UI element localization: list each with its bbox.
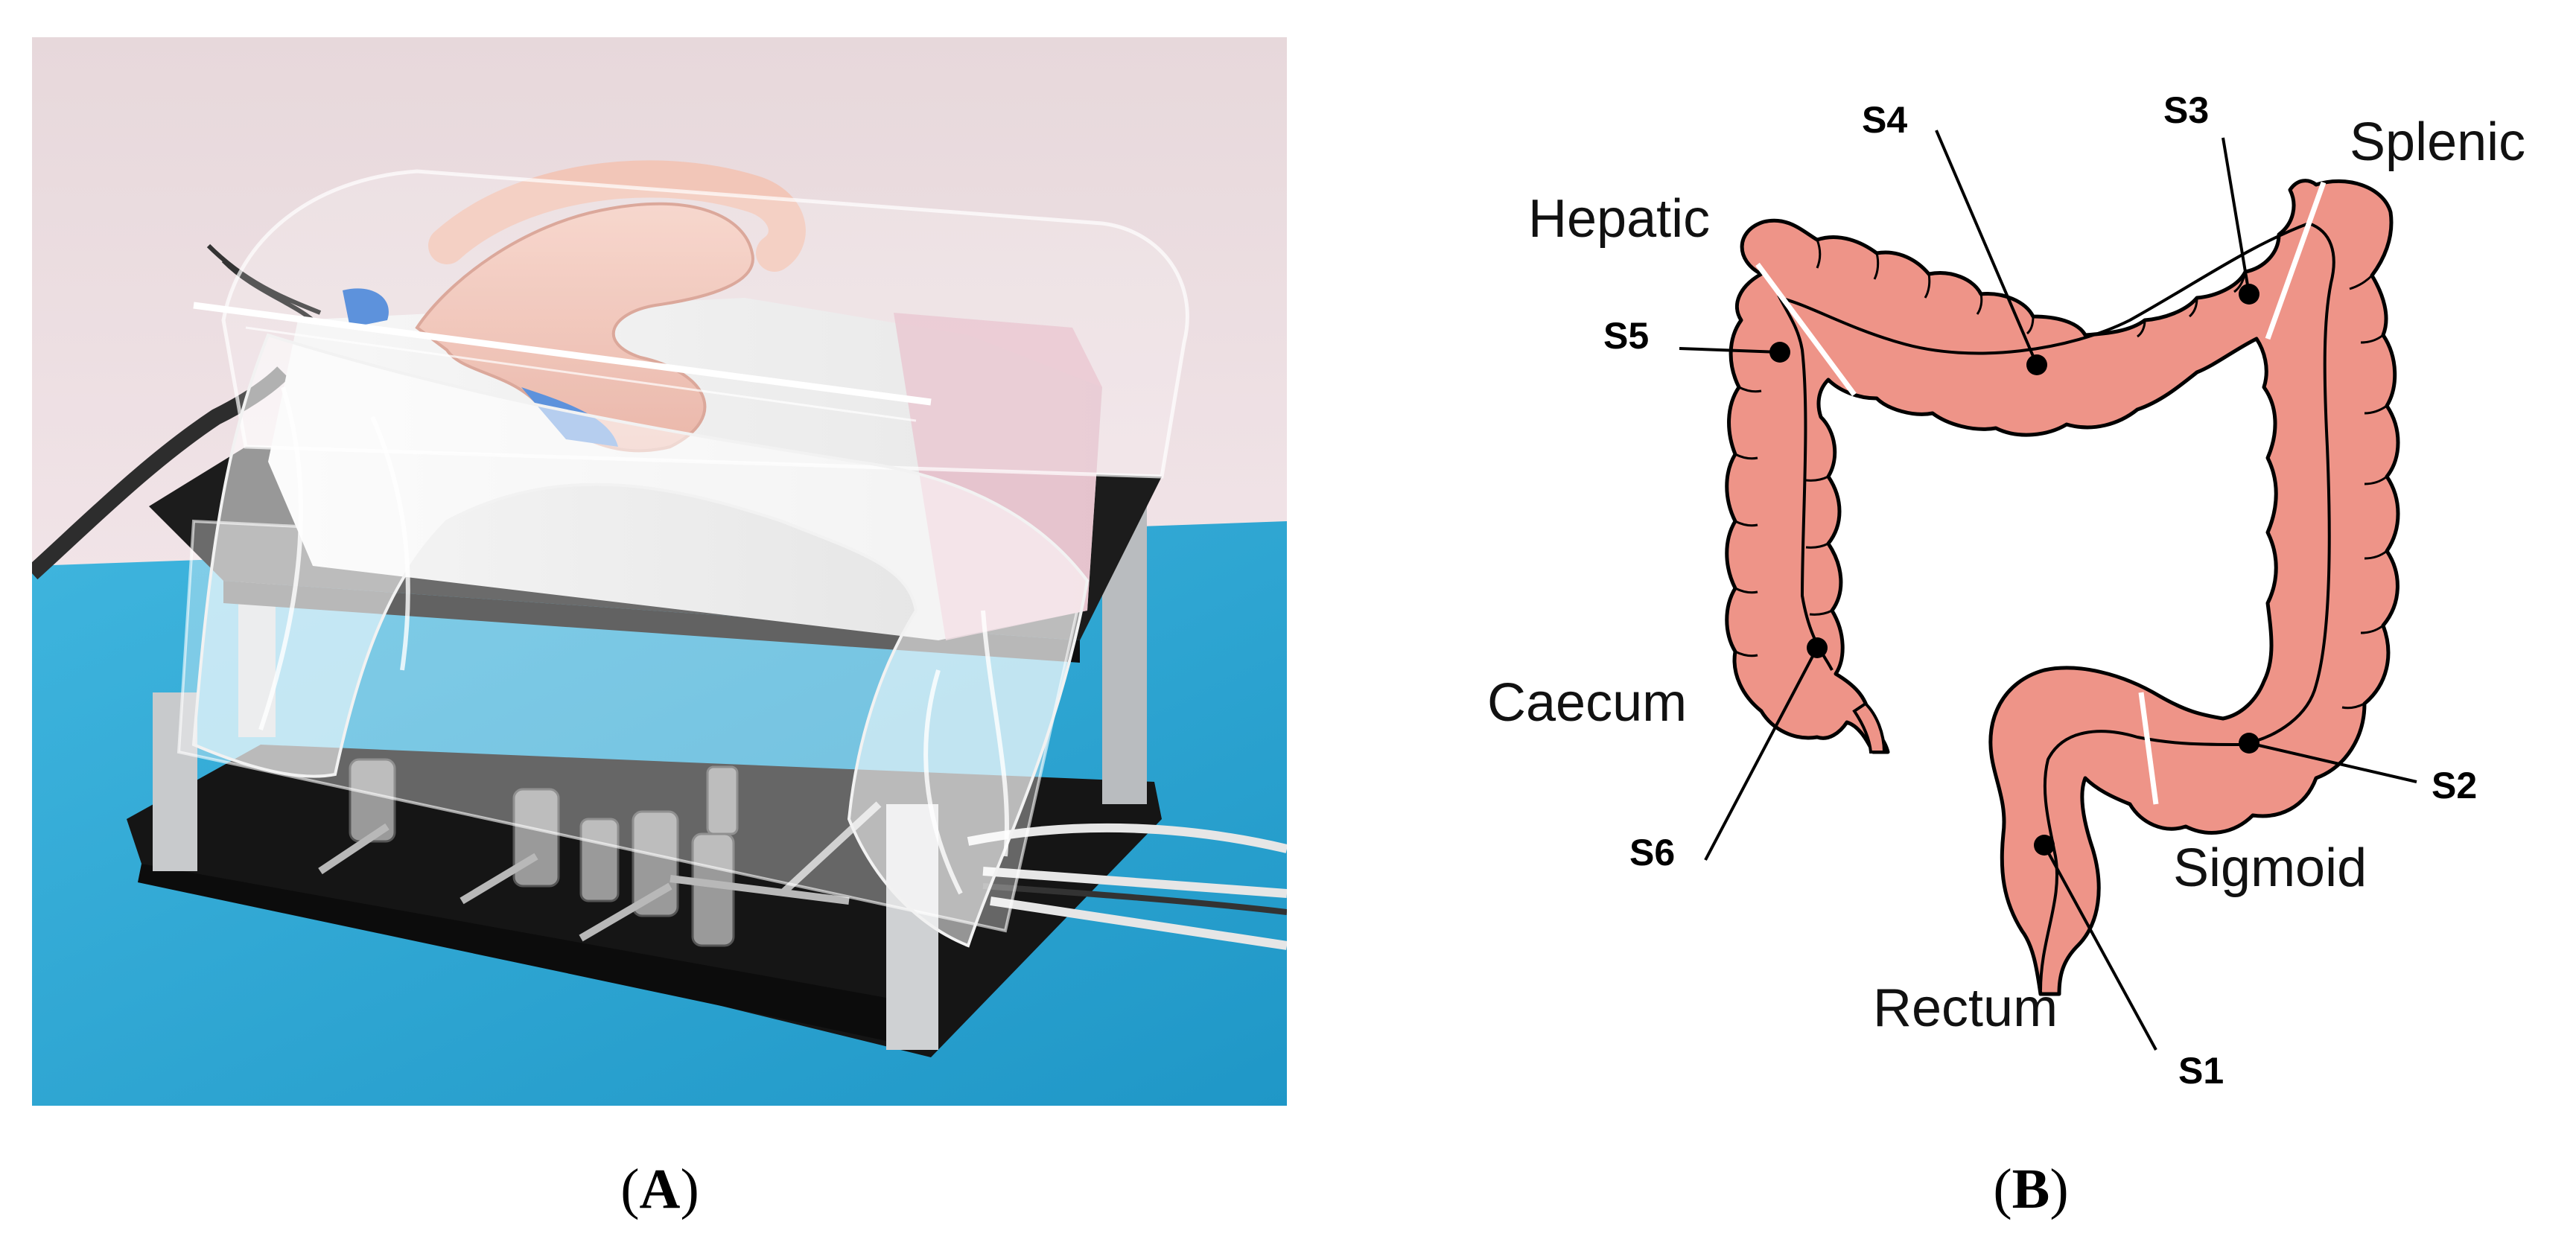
- colon-model-loop: [428, 160, 806, 272]
- caption-a-close: ): [680, 1158, 699, 1220]
- tubing-dark: [982, 883, 1287, 915]
- leader-s4: [1935, 130, 2038, 366]
- label-s3: S3: [2163, 89, 2209, 131]
- sigmoid-boundary: [2138, 692, 2159, 805]
- label-hepatic: Hepatic: [1528, 189, 1710, 249]
- base-front: [138, 864, 894, 1042]
- label-s2: S2: [2432, 765, 2477, 806]
- plastic-sheet: [191, 333, 1090, 948]
- label-s1: S1: [2178, 1050, 2224, 1092]
- leader-s3: [2222, 137, 2251, 295]
- marker-s5: [1769, 342, 1790, 363]
- label-splenic: Splenic: [2350, 112, 2525, 172]
- segment-boundaries: [1755, 181, 2327, 805]
- dome-reflection: [193, 302, 932, 406]
- label-s6: S6: [1629, 832, 1675, 873]
- label-s4: S4: [1862, 99, 1907, 141]
- colon-centerline: [1777, 221, 2335, 991]
- site-markers: [1769, 284, 2259, 856]
- leader-s6: [1704, 647, 1819, 861]
- upper-platform-edge: [223, 581, 1080, 663]
- tubing: [967, 823, 1287, 950]
- leader-s5: [1679, 347, 1781, 354]
- caption-b-close: ): [2049, 1158, 2068, 1220]
- panel-b-colon-diagram: Hepatic Splenic Caecum Sigmoid Rectum S1…: [1487, 89, 2525, 1092]
- splenic-boundary: [2265, 181, 2327, 340]
- caption-a-open: (: [620, 1158, 639, 1220]
- cable-wires: [206, 243, 322, 322]
- plastic-folds: [258, 386, 1009, 895]
- caption-a: (A): [620, 1158, 699, 1220]
- marker-s4: [2026, 354, 2047, 375]
- caption-b-letter: B: [2012, 1158, 2050, 1220]
- leader-s1: [2043, 844, 2157, 1051]
- label-caecum: Caecum: [1487, 673, 1687, 733]
- label-s5: S5: [1603, 315, 1649, 357]
- panel-a-photo: [32, 37, 1287, 1106]
- marker-s1: [2034, 835, 2055, 856]
- hepatic-boundary: [1755, 262, 1857, 397]
- caption-b-open: (: [1993, 1158, 2011, 1220]
- marker-s2: [2239, 733, 2259, 754]
- dome-reflection-2: [245, 326, 917, 422]
- leg-front-left: [153, 692, 197, 871]
- label-rectum: Rectum: [1873, 978, 2058, 1038]
- caption-a-letter: A: [640, 1158, 681, 1220]
- colon-body: [1725, 179, 2400, 996]
- marker-s3: [2239, 284, 2259, 305]
- appendix: [1852, 701, 1886, 754]
- marker-s6: [1807, 637, 1828, 658]
- haustra-folds: [1734, 239, 2388, 710]
- caption-b: (B): [1993, 1158, 2068, 1220]
- site-leaders: [1679, 130, 2417, 1051]
- leader-s2: [2248, 742, 2417, 783]
- label-sigmoid: Sigmoid: [2173, 838, 2367, 898]
